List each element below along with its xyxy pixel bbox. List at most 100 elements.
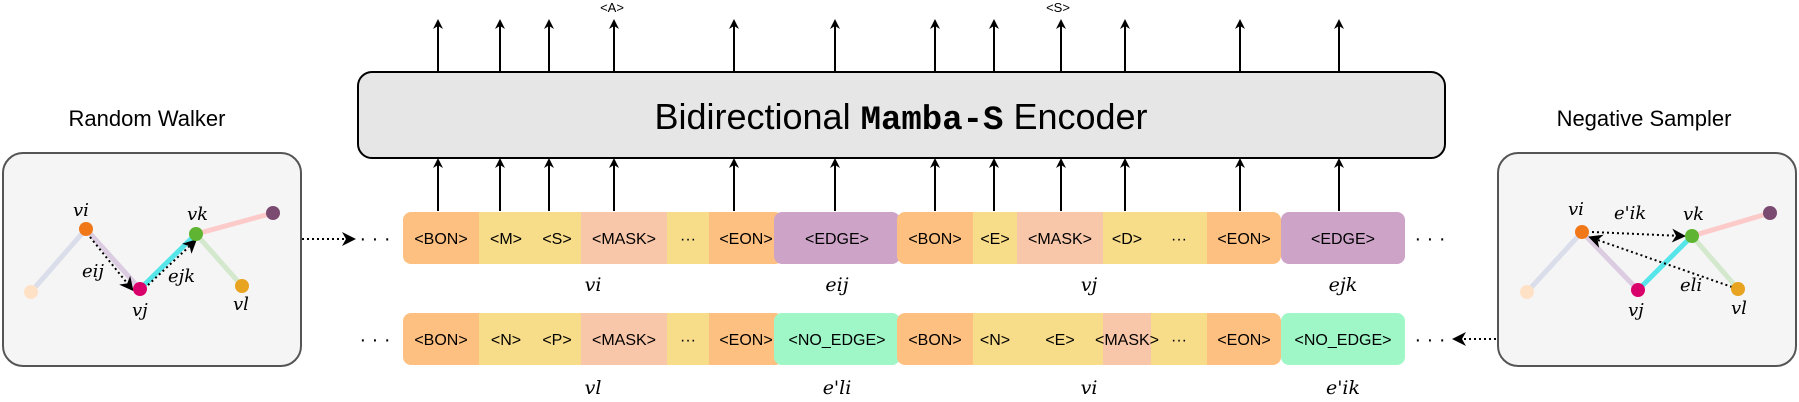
token-text: <N> xyxy=(491,332,521,349)
token-cell xyxy=(1151,212,1207,264)
node-token-group: <BON><M><S><MASK>···<EON> xyxy=(403,212,783,264)
token-cell xyxy=(533,313,581,365)
token-cell xyxy=(667,212,709,264)
token-cell xyxy=(973,313,1017,365)
negative-sampler-panel xyxy=(1497,152,1797,367)
token-cell xyxy=(973,212,1017,264)
token-cell xyxy=(709,313,783,365)
walker-label-vk: vk xyxy=(187,204,208,225)
node-token-group: <BON> <N> <E> <MASK> ··· <EON> xyxy=(897,313,1281,365)
token-group-label: e'li xyxy=(823,377,852,399)
token-cell xyxy=(1103,212,1151,264)
token-text: <S> xyxy=(542,231,571,248)
walker-label-vi: vi xyxy=(73,200,89,221)
encoder-suffix: Encoder xyxy=(1013,96,1147,137)
token-cell xyxy=(479,212,533,264)
random-walker-graph xyxy=(24,206,280,299)
token-text: <EON> xyxy=(719,231,772,248)
edge-token-group: <NO_EDGE> xyxy=(1281,313,1405,365)
node-vi-sampler xyxy=(1575,225,1589,239)
edge-token-group: <EDGE> xyxy=(1281,212,1405,264)
token-text: <EON> xyxy=(719,332,772,349)
token-text: <P> xyxy=(542,332,571,349)
row1-ellipsis-right: · · · xyxy=(1414,228,1445,250)
sampler-label-eli: eli xyxy=(1680,275,1702,296)
token-cell xyxy=(1017,212,1103,264)
token-text: <MASK> xyxy=(1095,332,1159,349)
token-cell xyxy=(1281,212,1405,264)
token-text: <BON> xyxy=(414,332,467,349)
token-cell xyxy=(774,212,900,264)
token-text: <MASK> xyxy=(592,332,656,349)
token-cell xyxy=(403,212,479,264)
encoder-title: Bidirectional Mamba-S Encoder xyxy=(654,96,1147,140)
token-text: <EDGE> xyxy=(1311,231,1375,248)
edge-token-group: <EDGE> xyxy=(774,212,900,264)
output-arrows xyxy=(433,19,1344,71)
token-text: <E> xyxy=(980,231,1009,248)
node-far-walker xyxy=(266,206,280,220)
sampler-label-vj: vj xyxy=(1628,300,1644,321)
sampler-label-vk: vk xyxy=(1683,204,1704,225)
token-cell xyxy=(479,313,533,365)
token-group-label: e'ik xyxy=(1326,377,1360,399)
token-cell xyxy=(897,212,973,264)
token-text: ··· xyxy=(680,332,696,349)
row2-ellipsis-left: · · · xyxy=(359,329,390,351)
row2-ellipsis-right: · · · xyxy=(1414,329,1445,351)
token-group-label: vl xyxy=(585,377,602,399)
encoder-model: Mamba-S xyxy=(861,102,1004,140)
token-text: <E> xyxy=(1045,332,1074,349)
token-text: <EON> xyxy=(1217,332,1270,349)
token-text: <NO_EDGE> xyxy=(1295,332,1392,349)
node-token-group: <BON> <N> <P> <MASK> ··· <EON> xyxy=(403,313,783,365)
token-cell xyxy=(1103,313,1151,365)
sampler-label-eik: e'ik xyxy=(1614,203,1646,224)
token-text: <BON> xyxy=(908,332,961,349)
token-text: ··· xyxy=(680,231,696,248)
token-group-label: vi xyxy=(585,274,602,296)
token-text: <BON> xyxy=(414,231,467,248)
walker-label-vj: vj xyxy=(132,300,148,321)
token-cell xyxy=(1207,212,1281,264)
token-cell xyxy=(1017,313,1103,365)
token-cell xyxy=(403,313,479,365)
edge-token-group: <NO_EDGE> xyxy=(774,313,900,365)
node-left-walker xyxy=(24,285,38,299)
node-vl-sampler xyxy=(1731,282,1745,296)
node-vk-sampler xyxy=(1685,229,1699,243)
node-token-group: <BON><E><MASK><D>···<EON> xyxy=(897,212,1281,264)
token-cell xyxy=(581,313,667,365)
node-vj-sampler xyxy=(1631,283,1645,297)
random-walker-panel xyxy=(2,152,302,367)
walker-label-ejk: ejk xyxy=(168,266,195,287)
token-text: <MASK> xyxy=(592,231,656,248)
top-label-s: <S> xyxy=(1046,0,1070,15)
token-text: <N> xyxy=(980,332,1010,349)
input-arrows xyxy=(433,158,1344,211)
encoder-box xyxy=(357,71,1446,159)
token-cell xyxy=(1207,313,1281,365)
token-text: ··· xyxy=(1171,231,1187,248)
sampler-label-vi: vi xyxy=(1568,199,1584,220)
token-text: <EDGE> xyxy=(805,231,869,248)
node-vj-walker xyxy=(133,282,147,296)
token-group-label: vi xyxy=(1081,377,1098,399)
token-cell xyxy=(581,212,667,264)
token-group-label: vj xyxy=(1081,274,1098,296)
node-far-sampler xyxy=(1763,206,1777,220)
walker-label-vl: vl xyxy=(233,294,249,315)
token-text: <MASK> xyxy=(1028,231,1092,248)
token-text: <D> xyxy=(1112,231,1142,248)
token-cell xyxy=(667,313,709,365)
top-label-a: <A> xyxy=(600,0,624,15)
token-text: <NO_EDGE> xyxy=(789,332,886,349)
token-cell xyxy=(1281,313,1405,365)
walker-label-eij: eij xyxy=(82,261,104,282)
negative-sampler-title: Negative Sampler xyxy=(1557,106,1732,131)
token-text: ··· xyxy=(1171,332,1187,349)
token-cell xyxy=(774,313,900,365)
random-walker-title: Random Walker xyxy=(69,106,226,131)
encoder-prefix: Bidirectional xyxy=(654,96,850,137)
token-row-negative: <BON> <N> <P> <MASK> ··· <EON> vl <NO_EDGE> e'li… xyxy=(403,313,1405,399)
